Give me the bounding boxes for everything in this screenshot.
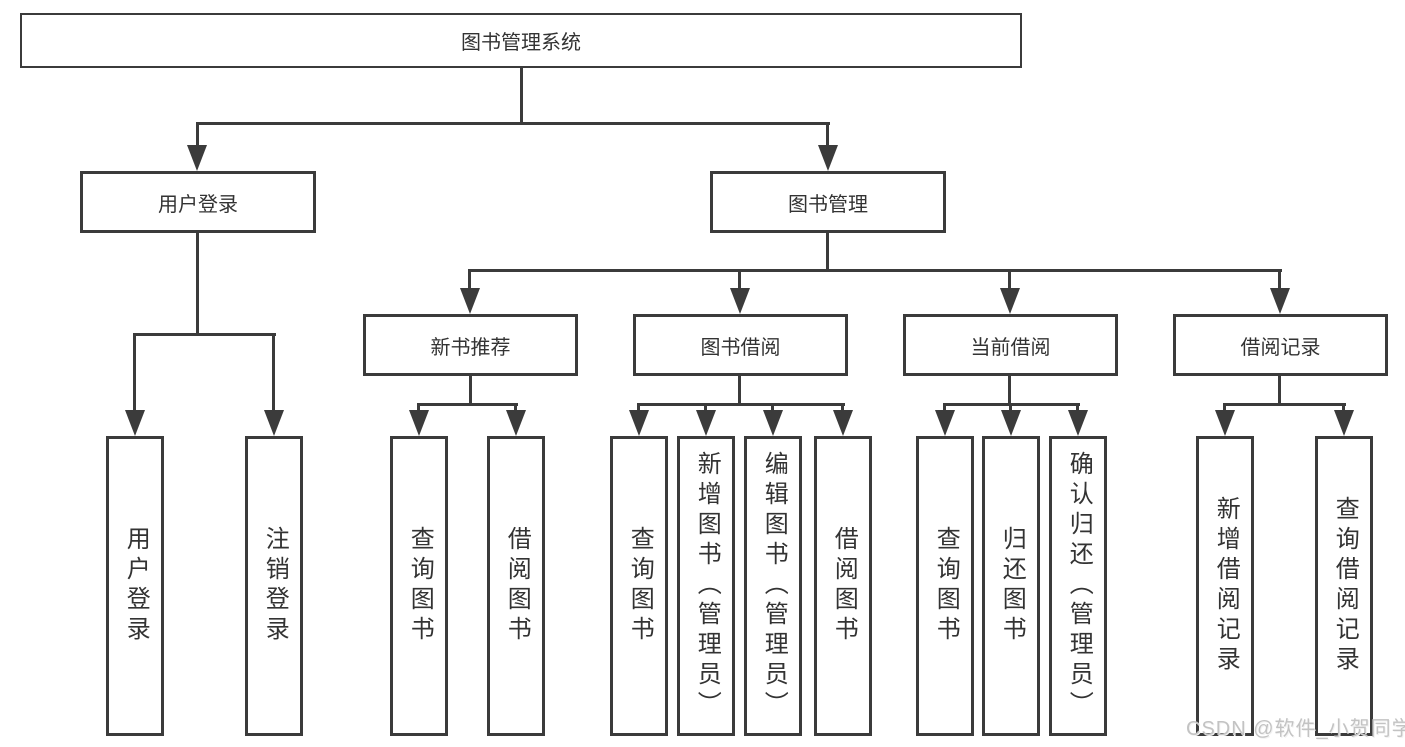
node-label: 借阅图书	[830, 526, 858, 646]
connector-line	[196, 122, 830, 125]
node-label: 新增借阅记录	[1212, 496, 1240, 676]
node-label: 当前借阅	[970, 336, 1051, 359]
arrowhead-icon	[1334, 410, 1354, 436]
leaf-query-books: 查询图书	[390, 436, 448, 736]
connector-line	[738, 269, 741, 293]
leaf-add-borrow-record: 新增借阅记录	[1196, 436, 1254, 736]
csdn-watermark: CSDN @软件_小贺同学	[1186, 718, 1405, 740]
node-label: 查询图书	[626, 526, 654, 646]
connector-line	[1008, 376, 1011, 405]
arrowhead-icon	[935, 410, 955, 436]
arrowhead-icon	[1000, 288, 1020, 314]
connector-line	[1008, 269, 1011, 293]
node-label: 归还图书	[998, 526, 1026, 646]
arrowhead-icon	[460, 288, 480, 314]
connector-line	[1224, 403, 1346, 406]
connector-line	[771, 403, 774, 415]
arrowhead-icon	[696, 410, 716, 436]
connector-line	[469, 269, 1282, 272]
connector-line	[468, 269, 471, 293]
leaf-add-books-admin: 新增图书（管理员）	[677, 436, 735, 736]
node-label: 借阅记录	[1240, 336, 1321, 359]
connector-line	[514, 403, 517, 415]
leaf-edit-books-admin: 编辑图书（管理员）	[744, 436, 802, 736]
connector-line	[520, 68, 523, 122]
connector-line	[1076, 403, 1079, 415]
connector-line	[133, 333, 276, 336]
leaf-query-books: 查询图书	[610, 436, 668, 736]
node-current-borrowing: 当前借阅	[903, 314, 1118, 376]
node-label: 借阅图书	[503, 526, 531, 646]
leaf-borrow-books: 借阅图书	[814, 436, 872, 736]
arrowhead-icon	[730, 288, 750, 314]
node-label: 查询图书	[932, 526, 960, 646]
connector-line	[1009, 403, 1012, 415]
connector-line	[1342, 403, 1345, 415]
node-new-book-recommendation: 新书推荐	[363, 314, 578, 376]
arrowhead-icon	[833, 410, 853, 436]
node-label: 图书管理	[788, 193, 868, 216]
connector-line	[417, 403, 420, 415]
connector-line	[704, 403, 707, 415]
arrowhead-icon	[409, 410, 429, 436]
node-label: 新书推荐	[430, 336, 511, 359]
arrowhead-icon	[763, 410, 783, 436]
connector-line	[738, 376, 741, 405]
arrowhead-icon	[1068, 410, 1088, 436]
connector-line	[1223, 403, 1226, 415]
node-label: 确认归还（管理员）	[1065, 451, 1093, 721]
node-label: 查询借阅记录	[1331, 496, 1359, 676]
connector-line	[133, 333, 136, 413]
connector-line	[196, 122, 199, 150]
connector-line	[637, 403, 640, 415]
node-label: 图书管理系统	[461, 32, 581, 54]
connector-line	[943, 403, 946, 415]
node-label: 编辑图书（管理员）	[760, 451, 788, 721]
arrowhead-icon	[1215, 410, 1235, 436]
connector-line	[638, 403, 845, 406]
connector-line	[826, 122, 829, 150]
node-user-login: 用户登录	[80, 171, 316, 233]
node-label: 用户登录	[158, 193, 238, 216]
node-borrowing-records: 借阅记录	[1173, 314, 1388, 376]
connector-line	[841, 403, 844, 415]
arrowhead-icon	[264, 410, 284, 436]
arrowhead-icon	[818, 145, 838, 171]
connector-line	[826, 233, 829, 272]
connector-line	[1278, 269, 1281, 293]
node-label: 图书借阅	[700, 336, 781, 359]
arrowhead-icon	[187, 145, 207, 171]
leaf-query-books: 查询图书	[916, 436, 974, 736]
leaf-borrow-books: 借阅图书	[487, 436, 545, 736]
connector-line	[196, 233, 199, 336]
leaf-return-books: 归还图书	[982, 436, 1040, 736]
leaf-logout: 注销登录	[245, 436, 303, 736]
node-label: 新增图书（管理员）	[693, 451, 721, 721]
arrowhead-icon	[629, 410, 649, 436]
connector-line	[469, 376, 472, 405]
node-library-management-system: 图书管理系统	[20, 13, 1022, 68]
node-book-management: 图书管理	[710, 171, 946, 233]
node-book-borrowing: 图书借阅	[633, 314, 848, 376]
node-label: 注销登录	[261, 526, 289, 646]
node-label: 查询图书	[406, 526, 434, 646]
connector-line	[272, 333, 275, 413]
node-label: 用户登录	[122, 526, 150, 646]
arrowhead-icon	[125, 410, 145, 436]
connector-line	[944, 403, 1080, 406]
arrowhead-icon	[506, 410, 526, 436]
leaf-query-borrow-record: 查询借阅记录	[1315, 436, 1373, 736]
connector-line	[1278, 376, 1281, 405]
leaf-user-login: 用户登录	[106, 436, 164, 736]
leaf-confirm-return-admin: 确认归还（管理员）	[1049, 436, 1107, 736]
arrowhead-icon	[1001, 410, 1021, 436]
arrowhead-icon	[1270, 288, 1290, 314]
connector-line	[418, 403, 518, 406]
